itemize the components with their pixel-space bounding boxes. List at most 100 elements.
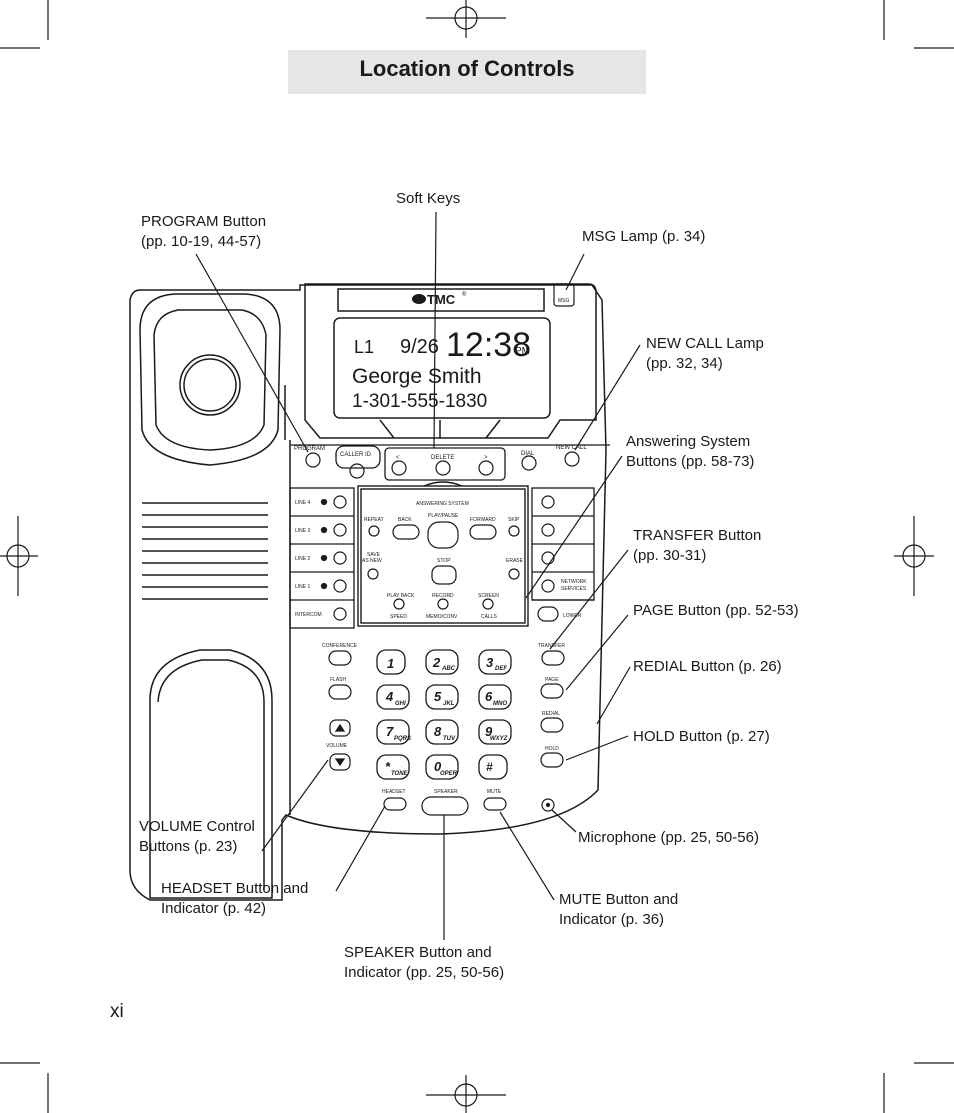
page-button[interactable]	[540, 683, 564, 699]
memory-button-1[interactable]	[541, 495, 555, 509]
soft-key-forward[interactable]	[478, 460, 494, 476]
forward-button[interactable]	[469, 524, 497, 540]
line1-button[interactable]	[333, 579, 347, 593]
new-call-button[interactable]	[564, 451, 580, 467]
right-labels: NETWORK SERVICES LOWER TRANSFER PAGE RED…	[538, 579, 587, 752]
label-new-call: NEW CALL	[556, 445, 587, 451]
display-name: George Smith	[352, 365, 482, 388]
caller-id-button[interactable]	[349, 463, 365, 479]
volume-up-button[interactable]	[329, 719, 351, 737]
headset-button[interactable]	[383, 797, 407, 811]
key-5[interactable]	[425, 684, 459, 710]
key-2-letters: ABC	[441, 666, 456, 672]
redial-button[interactable]	[540, 717, 564, 733]
answering-labels: ANSWERING SYSTEM REPEAT BACK PLAY/PAUSE …	[362, 501, 524, 620]
callout-page-text: PAGE Button (pp. 52-53)	[633, 602, 799, 619]
label-play-back: PLAY BACK	[387, 593, 415, 599]
label-transfer: TRANSFER	[538, 643, 565, 649]
conference-button[interactable]	[328, 650, 352, 666]
key-7[interactable]	[376, 719, 410, 745]
callout-soft-keys-text: Soft Keys	[396, 190, 461, 207]
callout-msg-lamp: MSG Lamp (p. 34)	[582, 227, 705, 247]
speaker-button[interactable]	[421, 796, 469, 816]
line2-button[interactable]	[333, 551, 347, 565]
callout-hold: HOLD Button (p. 27)	[633, 727, 770, 747]
callout-speaker-line2: Indicator (pp. 25, 50-56)	[344, 964, 505, 981]
callout-headset-line2: Indicator (p. 42)	[161, 900, 267, 917]
hold-button[interactable]	[540, 752, 564, 768]
bottom-labels: HEADSET SPEAKER MUTE	[382, 789, 502, 795]
label-skip: SKIP	[508, 517, 520, 523]
label-lower: LOWER	[563, 613, 582, 619]
msg-label: MSG	[558, 298, 570, 304]
erase-button[interactable]	[508, 568, 520, 580]
label-services: SERVICES	[561, 586, 587, 592]
key-9[interactable]	[478, 719, 512, 745]
record-button[interactable]	[437, 598, 449, 610]
label-dial: DIAL	[521, 451, 535, 457]
key-6[interactable]	[478, 684, 512, 710]
volume-down-button[interactable]	[329, 753, 351, 771]
network-services-button[interactable]	[541, 579, 555, 593]
key-0[interactable]	[425, 754, 459, 780]
key-9-letters: WXYZ	[490, 736, 508, 742]
callout-answering-line2: Buttons (pp. 58-73)	[626, 453, 755, 470]
key-3[interactable]	[478, 649, 512, 675]
key-star-letters: TONE	[391, 771, 409, 777]
line1-indicator	[320, 582, 328, 590]
key-2[interactable]	[425, 649, 459, 675]
intercom-button[interactable]	[333, 607, 347, 621]
lower-button[interactable]	[537, 606, 559, 622]
program-button[interactable]	[305, 452, 321, 468]
label-screen: SCREEN	[478, 593, 499, 599]
label-volume: VOLUME	[326, 743, 348, 749]
key-1[interactable]	[376, 649, 406, 675]
display-bezel	[304, 283, 597, 439]
brand-mark: ®	[462, 291, 467, 298]
key-8-digit: 8	[434, 724, 442, 739]
key-4[interactable]	[376, 684, 410, 710]
soft-key-delete[interactable]	[435, 460, 451, 476]
key-hash[interactable]	[478, 754, 508, 780]
key-4-digit: 4	[385, 689, 394, 704]
play-pause-button[interactable]	[427, 521, 459, 549]
skip-button[interactable]	[508, 525, 520, 537]
key-0-digit: 0	[434, 759, 442, 774]
label-fwd-arrow: >	[484, 455, 488, 461]
right-buttons-panel	[531, 487, 595, 601]
line4-indicator	[320, 498, 328, 506]
play-back-button[interactable]	[393, 598, 405, 610]
label-network: NETWORK	[561, 579, 587, 585]
key-4-letters: GHI	[395, 701, 406, 707]
back-button[interactable]	[392, 524, 420, 540]
label-line4: LINE 4	[295, 500, 311, 506]
label-line1: LINE 1	[295, 584, 311, 590]
line3-button[interactable]	[333, 523, 347, 537]
label-flash: FLASH	[330, 677, 347, 683]
label-as-new: AS NEW	[362, 558, 382, 564]
memory-button-2[interactable]	[541, 523, 555, 537]
stop-button[interactable]	[431, 565, 457, 585]
transfer-button[interactable]	[541, 650, 565, 666]
soft-key-back[interactable]	[391, 460, 407, 476]
label-mute: MUTE	[487, 789, 502, 795]
key-3-digit: 3	[486, 655, 494, 670]
mute-button[interactable]	[483, 797, 507, 811]
flash-button[interactable]	[328, 684, 352, 700]
line4-button[interactable]	[333, 495, 347, 509]
key-star[interactable]	[376, 754, 410, 780]
dial-button[interactable]	[521, 455, 537, 471]
label-record: RECORD	[432, 593, 454, 599]
msg-lamp[interactable]	[553, 283, 575, 307]
repeat-button[interactable]	[368, 525, 380, 537]
memory-button-3[interactable]	[541, 551, 555, 565]
volume-down-icon	[334, 758, 346, 767]
label-line2: LINE 2	[295, 556, 311, 562]
save-as-new-button[interactable]	[367, 568, 379, 580]
label-speed: SPEED	[390, 614, 407, 620]
screen-calls-button[interactable]	[482, 598, 494, 610]
key-8[interactable]	[425, 719, 459, 745]
label-page: PAGE	[545, 677, 559, 683]
display-line: L1	[354, 337, 374, 357]
